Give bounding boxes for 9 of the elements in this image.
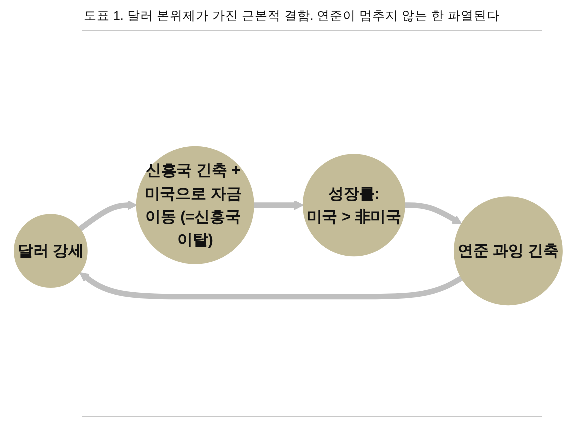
node-circle: 연준 과잉 긴축 xyxy=(454,196,563,306)
arrow xyxy=(254,200,304,210)
figure-title: 도표 1. 달러 본위제가 가진 근본적 결함. 연준이 멈추지 않는 한 파열된다 xyxy=(84,8,500,25)
arrow xyxy=(78,200,138,232)
arrow xyxy=(80,272,464,300)
arrow xyxy=(404,202,462,224)
node-circle: 신흥국 긴축 + 미국으로 자금 이동 (=신흥국 이탈) xyxy=(136,146,254,264)
node-circle: 달러 강세 xyxy=(14,214,88,288)
node-circle: 성장률: 미국 > 非미국 xyxy=(302,154,406,257)
